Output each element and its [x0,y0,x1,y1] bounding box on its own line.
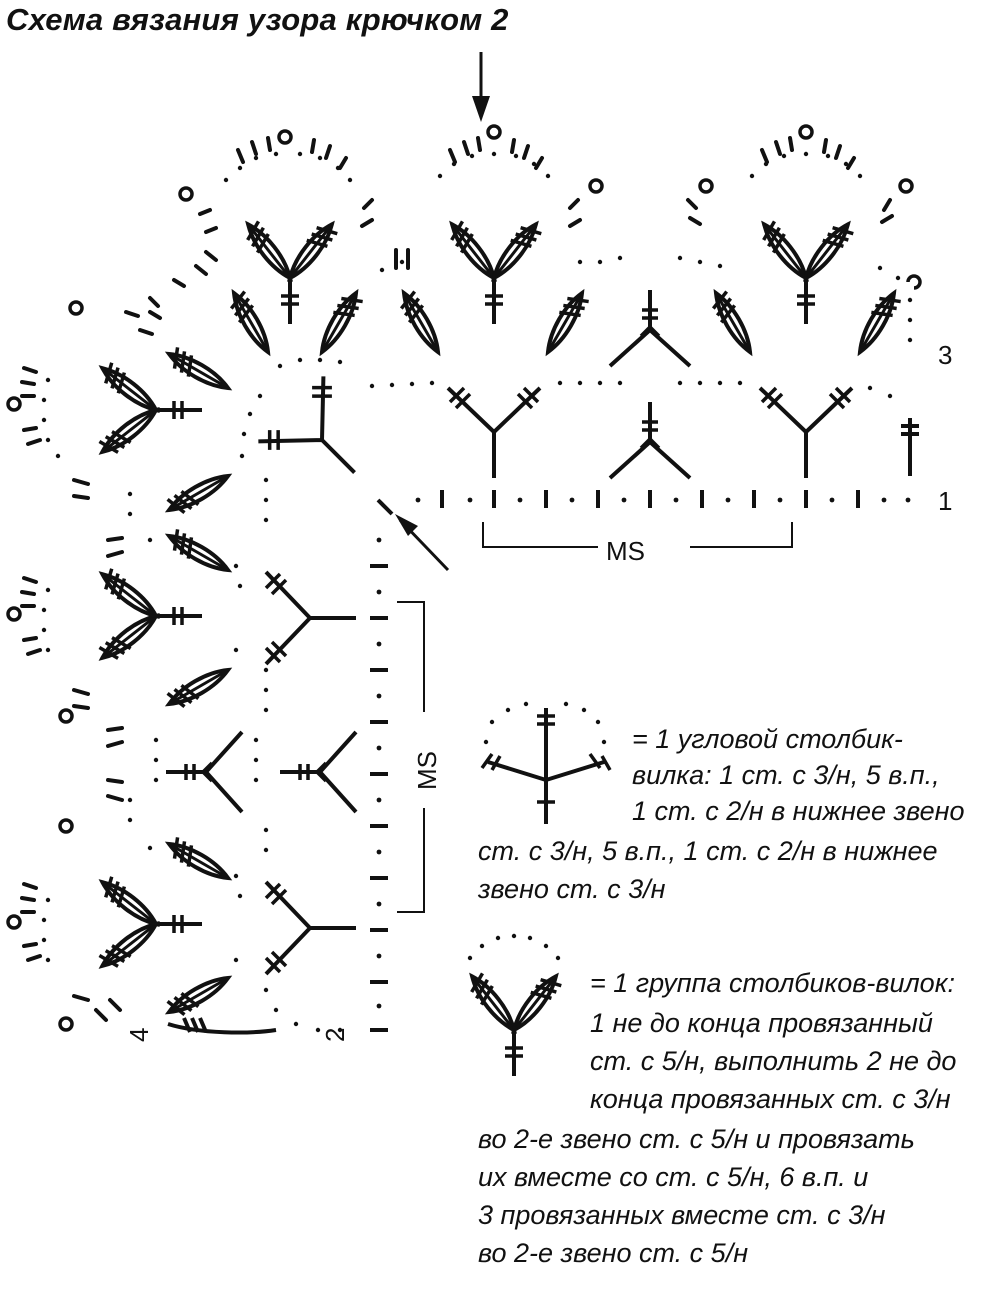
legend-2-line-3: ст. с 5/н, выполнить 2 не до [590,1046,957,1076]
legend-2-line-4: конца провязанных ст. с 3/н [590,1084,951,1114]
row-2-stitches [370,564,388,1032]
row-1-label: 1 [938,486,952,516]
legend-2-line-2: 1 не до конца провязанный [590,1008,933,1038]
legend-1-line-3: 1 ст. с 2/н в нижнее звено [632,796,965,826]
corner-arrow-icon [395,514,450,572]
legend-2-line-8: во 2-е звено ст. с 5/н [478,1238,749,1268]
ms-label-vertical: MS [412,751,442,790]
row-2-chain-dots [376,537,382,1009]
chart-title: Схема вязания узора крючком 2 [6,2,509,37]
row-2-forks [164,288,919,976]
legend-1-line-5: звено ст. с 3/н [478,874,666,904]
row-1-chain-dots [415,497,911,503]
picot-icons [6,124,922,1032]
row-4-label: 4 [124,1028,154,1042]
ms-label-horizontal: MS [606,536,645,566]
start-arrow-icon [472,52,490,122]
legend-2-line-1: = 1 группа столбиков-вилок: [590,968,955,998]
legend-1-line-4: ст. с 3/н, 5 в.п., 1 ст. с 2/н в нижнее [478,836,938,866]
legend-1-line-1: = 1 угловой столбик- [632,724,903,754]
ms-bracket-vertical [397,601,425,913]
row-3-label: 3 [938,340,952,370]
legend-2-line-6: их вместе со ст. с 5/н, 6 в.п. и [478,1162,869,1192]
row-3-chain-dots [41,151,913,1033]
legend-2-line-5: во 2-е звено ст. с 5/н и провязать [478,1124,915,1154]
legend-1-line-2: вилка: 1 ст. с 3/н, 5 в.п., [632,760,940,790]
ms-bracket-horizontal [482,522,793,548]
row-4-end-stitch [167,1017,277,1035]
row-4-fringe [20,136,894,1022]
fork-stitch-group-icon [464,933,563,1076]
legend-2-line-7: 3 провязанных вместе ст. с 3/н [478,1200,886,1230]
row-2-label: 2 [320,1028,350,1042]
corner-fork-stitch-icon [480,701,612,824]
row-1-stitches [376,490,860,516]
